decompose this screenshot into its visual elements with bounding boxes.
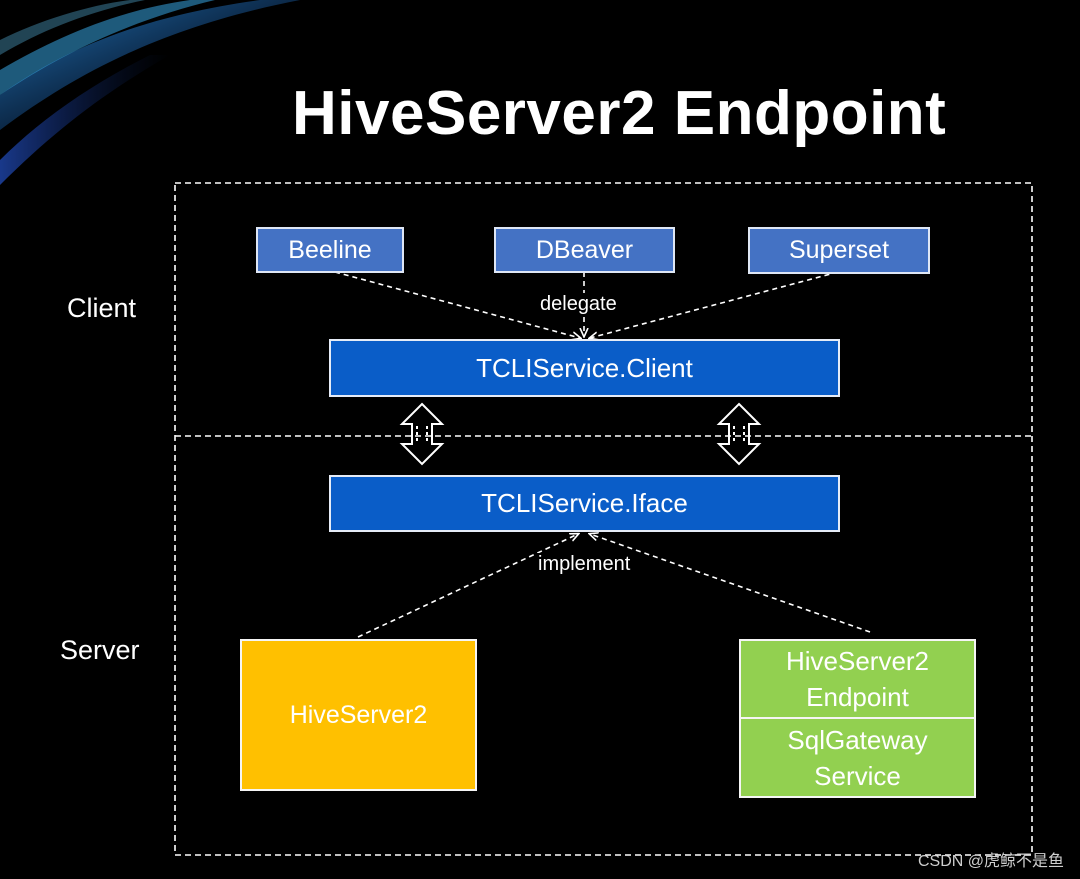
delegate-annotation: delegate <box>538 293 619 316</box>
csdn-watermark: CSDN @虎鲸不是鱼 <box>917 853 1064 870</box>
hiveserver2-endpoint-box: HiveServer2 Endpoint <box>739 639 976 719</box>
superset-delegate-arrow <box>590 271 839 338</box>
tcliservice-iface-box: TCLIService.Iface <box>329 475 840 532</box>
tcliservice-client-box: TCLIService.Client <box>329 339 840 397</box>
endpoint-implement-arrow <box>590 534 871 633</box>
dbeaver-label: DBeaver <box>535 235 634 264</box>
hiveserver2-box: HiveServer2 <box>240 639 477 791</box>
hiveserver2-label: HiveServer2 <box>289 700 428 729</box>
endpoint-label-line2: Endpoint <box>806 682 909 712</box>
beeline-delegate-arrow <box>334 271 580 338</box>
slide-title: HiveServer2 Endpoint <box>292 79 947 148</box>
left-rpc-double-arrow <box>399 402 445 466</box>
endpoint-label-line1: HiveServer2 <box>785 646 930 676</box>
client-layer-label: Client <box>67 293 137 323</box>
beeline-label: Beeline <box>288 235 372 264</box>
right-rpc-double-arrow <box>716 402 762 466</box>
superset-label: Superset <box>788 236 890 264</box>
system-boundary <box>174 182 1033 856</box>
sqlgateway-service-box: SqlGateway Service <box>739 717 976 798</box>
beeline-box: Beeline <box>256 227 404 273</box>
gateway-label-line2: Service <box>814 760 901 791</box>
implement-annotation: implement <box>536 553 633 576</box>
tcliservice-client-label: TCLIService.Client <box>476 352 693 383</box>
server-layer-label: Server <box>60 635 140 665</box>
superset-box: Superset <box>748 227 930 274</box>
hiveserver2-implement-arrow <box>357 534 578 638</box>
dbeaver-box: DBeaver <box>494 227 675 273</box>
tcliservice-iface-label: TCLIService.Iface <box>481 488 688 518</box>
gateway-label-line1: SqlGateway <box>787 724 928 755</box>
